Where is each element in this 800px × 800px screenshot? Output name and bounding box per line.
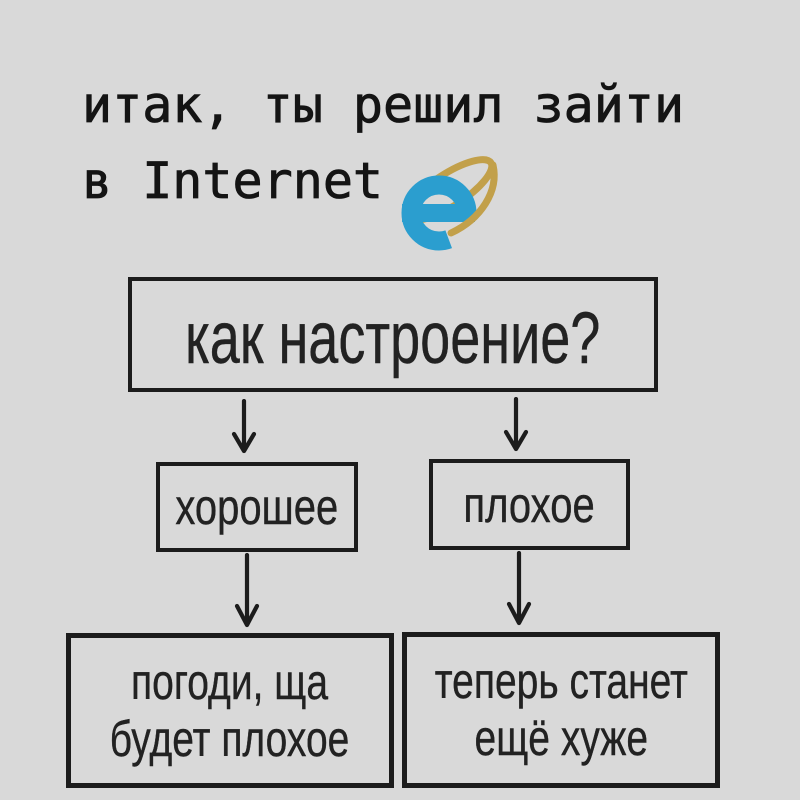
bad-mood-label: плохое bbox=[463, 476, 596, 533]
ie-e-crossbar bbox=[402, 204, 475, 222]
arrow-down-icon bbox=[506, 551, 532, 626]
good-mood-outcome-box: погоди, ща будет плохое bbox=[66, 633, 394, 788]
bad-outcome-line1: теперь станет bbox=[434, 653, 688, 709]
bad-mood-outcome-box: теперь станет ещё хуже bbox=[402, 632, 720, 788]
internet-explorer-icon bbox=[401, 156, 498, 251]
meme-title: итак, ты решил зайти в Internet bbox=[82, 67, 685, 219]
arrow-down-icon bbox=[231, 399, 257, 454]
good-outcome-line2: будет плохое bbox=[110, 710, 350, 767]
good-outcome-line1: погоди, ща bbox=[131, 653, 329, 710]
good-mood-label: хорошее bbox=[175, 479, 339, 535]
good-mood-box: хорошее bbox=[156, 462, 358, 552]
bad-outcome-line2: ещё хуже bbox=[474, 710, 648, 766]
bad-mood-box: плохое bbox=[429, 459, 630, 550]
flowchart-question-box: как настроение? bbox=[128, 277, 658, 392]
arrow-down-icon bbox=[503, 397, 529, 452]
flowchart-question-label: как настроение? bbox=[185, 298, 601, 379]
ie-orbit-front bbox=[447, 161, 498, 237]
meme-title-line1: итак, ты решил зайти bbox=[82, 76, 685, 135]
meme-title-line2: в Internet bbox=[82, 152, 384, 211]
arrow-down-icon bbox=[234, 553, 260, 628]
